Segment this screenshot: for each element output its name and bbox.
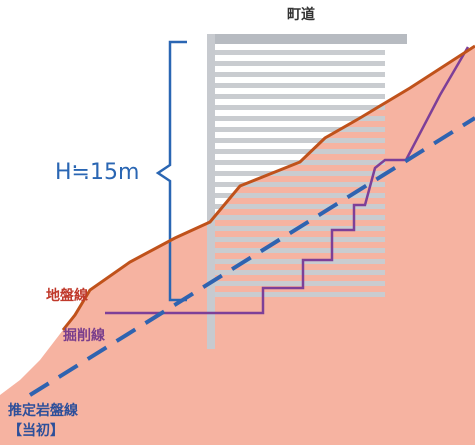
excavation-line-label: 掘削線 bbox=[63, 328, 105, 344]
wall-rib bbox=[215, 94, 385, 99]
slope-fill bbox=[0, 46, 475, 445]
ground-line-label: 地盤線 bbox=[46, 288, 88, 304]
height-label: H≒15m bbox=[55, 160, 140, 185]
wall-rib bbox=[215, 281, 385, 286]
excavation-line bbox=[105, 46, 470, 315]
height-bracket bbox=[155, 40, 187, 302]
wall-rib bbox=[215, 171, 385, 176]
wall-rib bbox=[215, 270, 385, 275]
bedrock-line-label-note: 【当初】 bbox=[8, 423, 64, 439]
wall-rib bbox=[215, 116, 385, 121]
bedrock-line bbox=[28, 116, 475, 397]
wall-rib bbox=[215, 138, 385, 143]
wall-rib bbox=[215, 149, 385, 154]
wall-rib bbox=[215, 292, 385, 297]
wall-rib bbox=[215, 215, 385, 220]
wall-rib bbox=[215, 259, 385, 264]
wall-rib bbox=[215, 182, 385, 187]
ground-line bbox=[61, 44, 475, 331]
wall-rib bbox=[215, 83, 385, 88]
wall-rib bbox=[215, 50, 385, 55]
wall-rib bbox=[215, 127, 385, 132]
wall-rib bbox=[215, 237, 385, 242]
wall-rib bbox=[215, 193, 385, 198]
wall-rib bbox=[215, 248, 385, 253]
road-label: 町道 bbox=[287, 7, 315, 23]
wall-rib bbox=[215, 72, 385, 77]
wall-rib bbox=[215, 105, 385, 110]
bedrock-line-label: 推定岩盤線 bbox=[8, 403, 78, 419]
wall-rib bbox=[215, 61, 385, 66]
wall-rib bbox=[215, 204, 385, 209]
